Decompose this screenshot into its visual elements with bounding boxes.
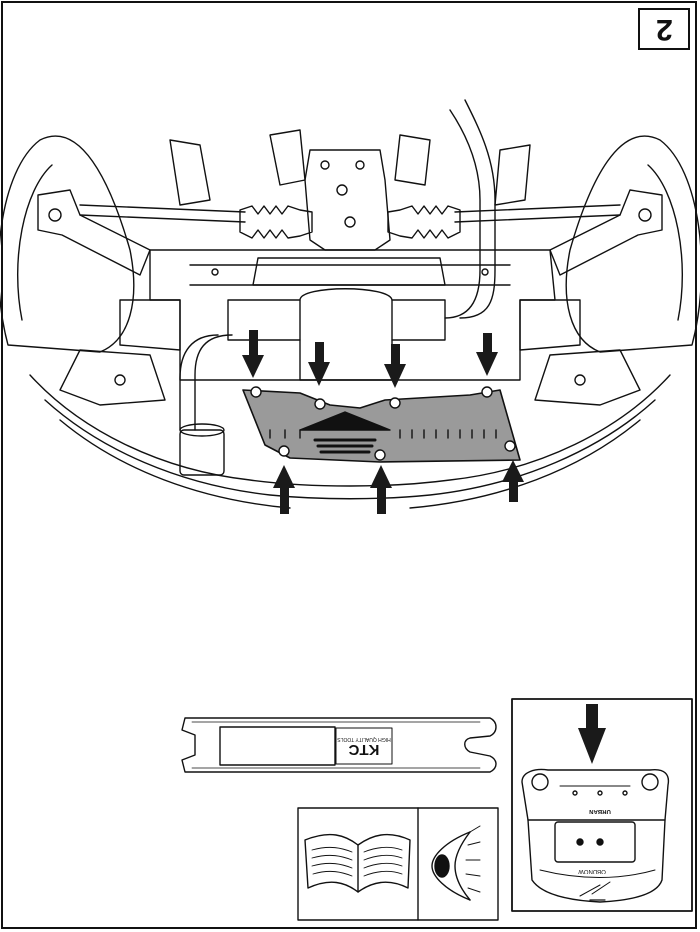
right-drive-shaft [454,204,621,223]
device-model: OBDNOW [578,868,606,874]
step-number-box: 2 [638,8,690,50]
tool-brand-label: KTC HIGH QUALITY TOOLS [336,728,392,764]
tool-brand: KTC [348,741,380,758]
plate-bolts [250,386,516,461]
tool-tagline: HIGH QUALITY TOOLS [337,736,391,742]
right-cv-boot [387,205,461,239]
exhaust-pipe-left [179,334,233,431]
exhaust-tip [179,429,225,476]
manual-icon [304,833,411,893]
exhaust-pipe-upper [444,99,496,319]
left-drive-shaft [79,204,246,223]
down-arrow-icon [308,342,330,386]
ktc-trim-tool [181,717,497,773]
down-arrow-icon [578,704,606,764]
device-brand: URBAN [589,808,611,814]
device-panel [511,698,693,912]
down-arrow-icon [476,333,498,376]
device-model-label: OBDNOW [562,866,622,876]
device-brand-label: URBAN [580,806,620,816]
bumper-cover [29,374,671,487]
down-arrow-icon [242,330,264,378]
plate-direction-arrow [299,411,391,431]
skid-plate [242,386,521,463]
crossmember [252,257,446,286]
tool-label-area [219,726,336,766]
catalytic-converter [299,288,393,381]
left-cv-boot [239,205,313,239]
vehicle-underside [0,99,700,509]
left-tire [0,135,135,353]
manual-eye-panel [297,807,499,921]
up-arrow-icon [502,460,524,502]
gearbox-housing [304,149,391,251]
subframe [149,249,556,381]
diagnostic-device [521,768,670,903]
eye-icon [431,825,481,901]
up-arrow-icon [273,465,295,514]
left-control-arm [37,189,151,276]
plate-slots [269,429,497,439]
down-arrow-icon [384,344,406,388]
right-control-arm [549,189,663,276]
up-arrow-icon [370,465,392,514]
